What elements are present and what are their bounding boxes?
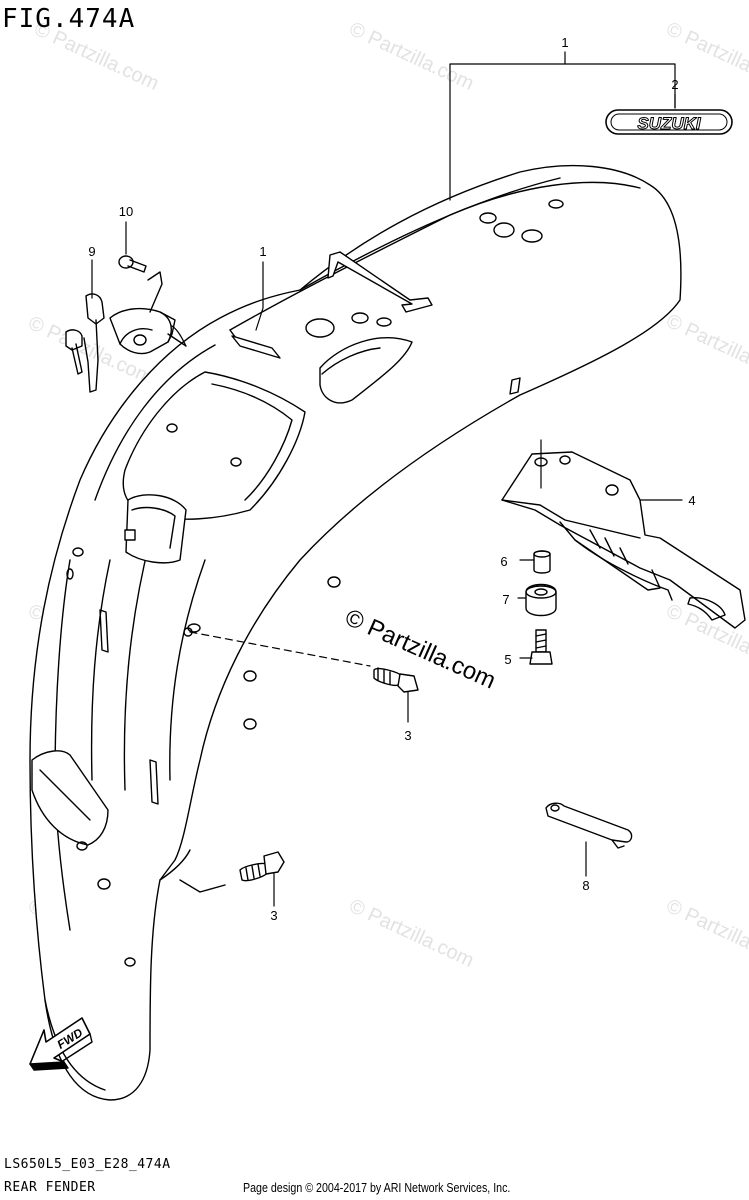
page-credit: Page design © 2004-2017 by ARI Network S… xyxy=(243,1180,511,1195)
callout-3: 3 xyxy=(270,908,277,923)
callout-3: 3 xyxy=(404,728,411,743)
callout-10: 10 xyxy=(119,204,133,219)
badge-text: SUZUKI xyxy=(637,114,702,133)
part-8-strap xyxy=(545,802,633,849)
part-2-badge: SUZUKI xyxy=(605,109,733,135)
part-3-bolt-lower xyxy=(239,851,285,882)
part-3-bolt-upper xyxy=(373,667,419,693)
callout-6: 6 xyxy=(500,554,507,569)
part-5-bolt xyxy=(529,629,553,665)
rear-fender xyxy=(29,164,682,1101)
leader-lines xyxy=(91,51,683,907)
diagram-code: LS650L5_E03_E28_474A xyxy=(4,1157,171,1172)
callout-8: 8 xyxy=(582,878,589,893)
diagram-name: REAR FENDER xyxy=(4,1180,96,1195)
part-4-bracket xyxy=(501,451,746,629)
part-7-grommet xyxy=(525,583,557,617)
part-10-screw xyxy=(118,255,147,273)
callout-1: 1 xyxy=(561,35,568,50)
callout-7: 7 xyxy=(502,592,509,607)
part-6-collar xyxy=(533,550,551,574)
figure-title: FIG.474A xyxy=(2,4,136,34)
part-9-helmet-lock xyxy=(65,271,187,393)
callout-labels: 1 1 2 3 3 4 5 6 7 8 9 10 xyxy=(88,35,695,923)
callout-1: 1 xyxy=(259,244,266,259)
callout-4: 4 xyxy=(688,493,695,508)
callout-2: 2 xyxy=(671,77,678,92)
callout-5: 5 xyxy=(504,652,511,667)
callout-9: 9 xyxy=(88,244,95,259)
